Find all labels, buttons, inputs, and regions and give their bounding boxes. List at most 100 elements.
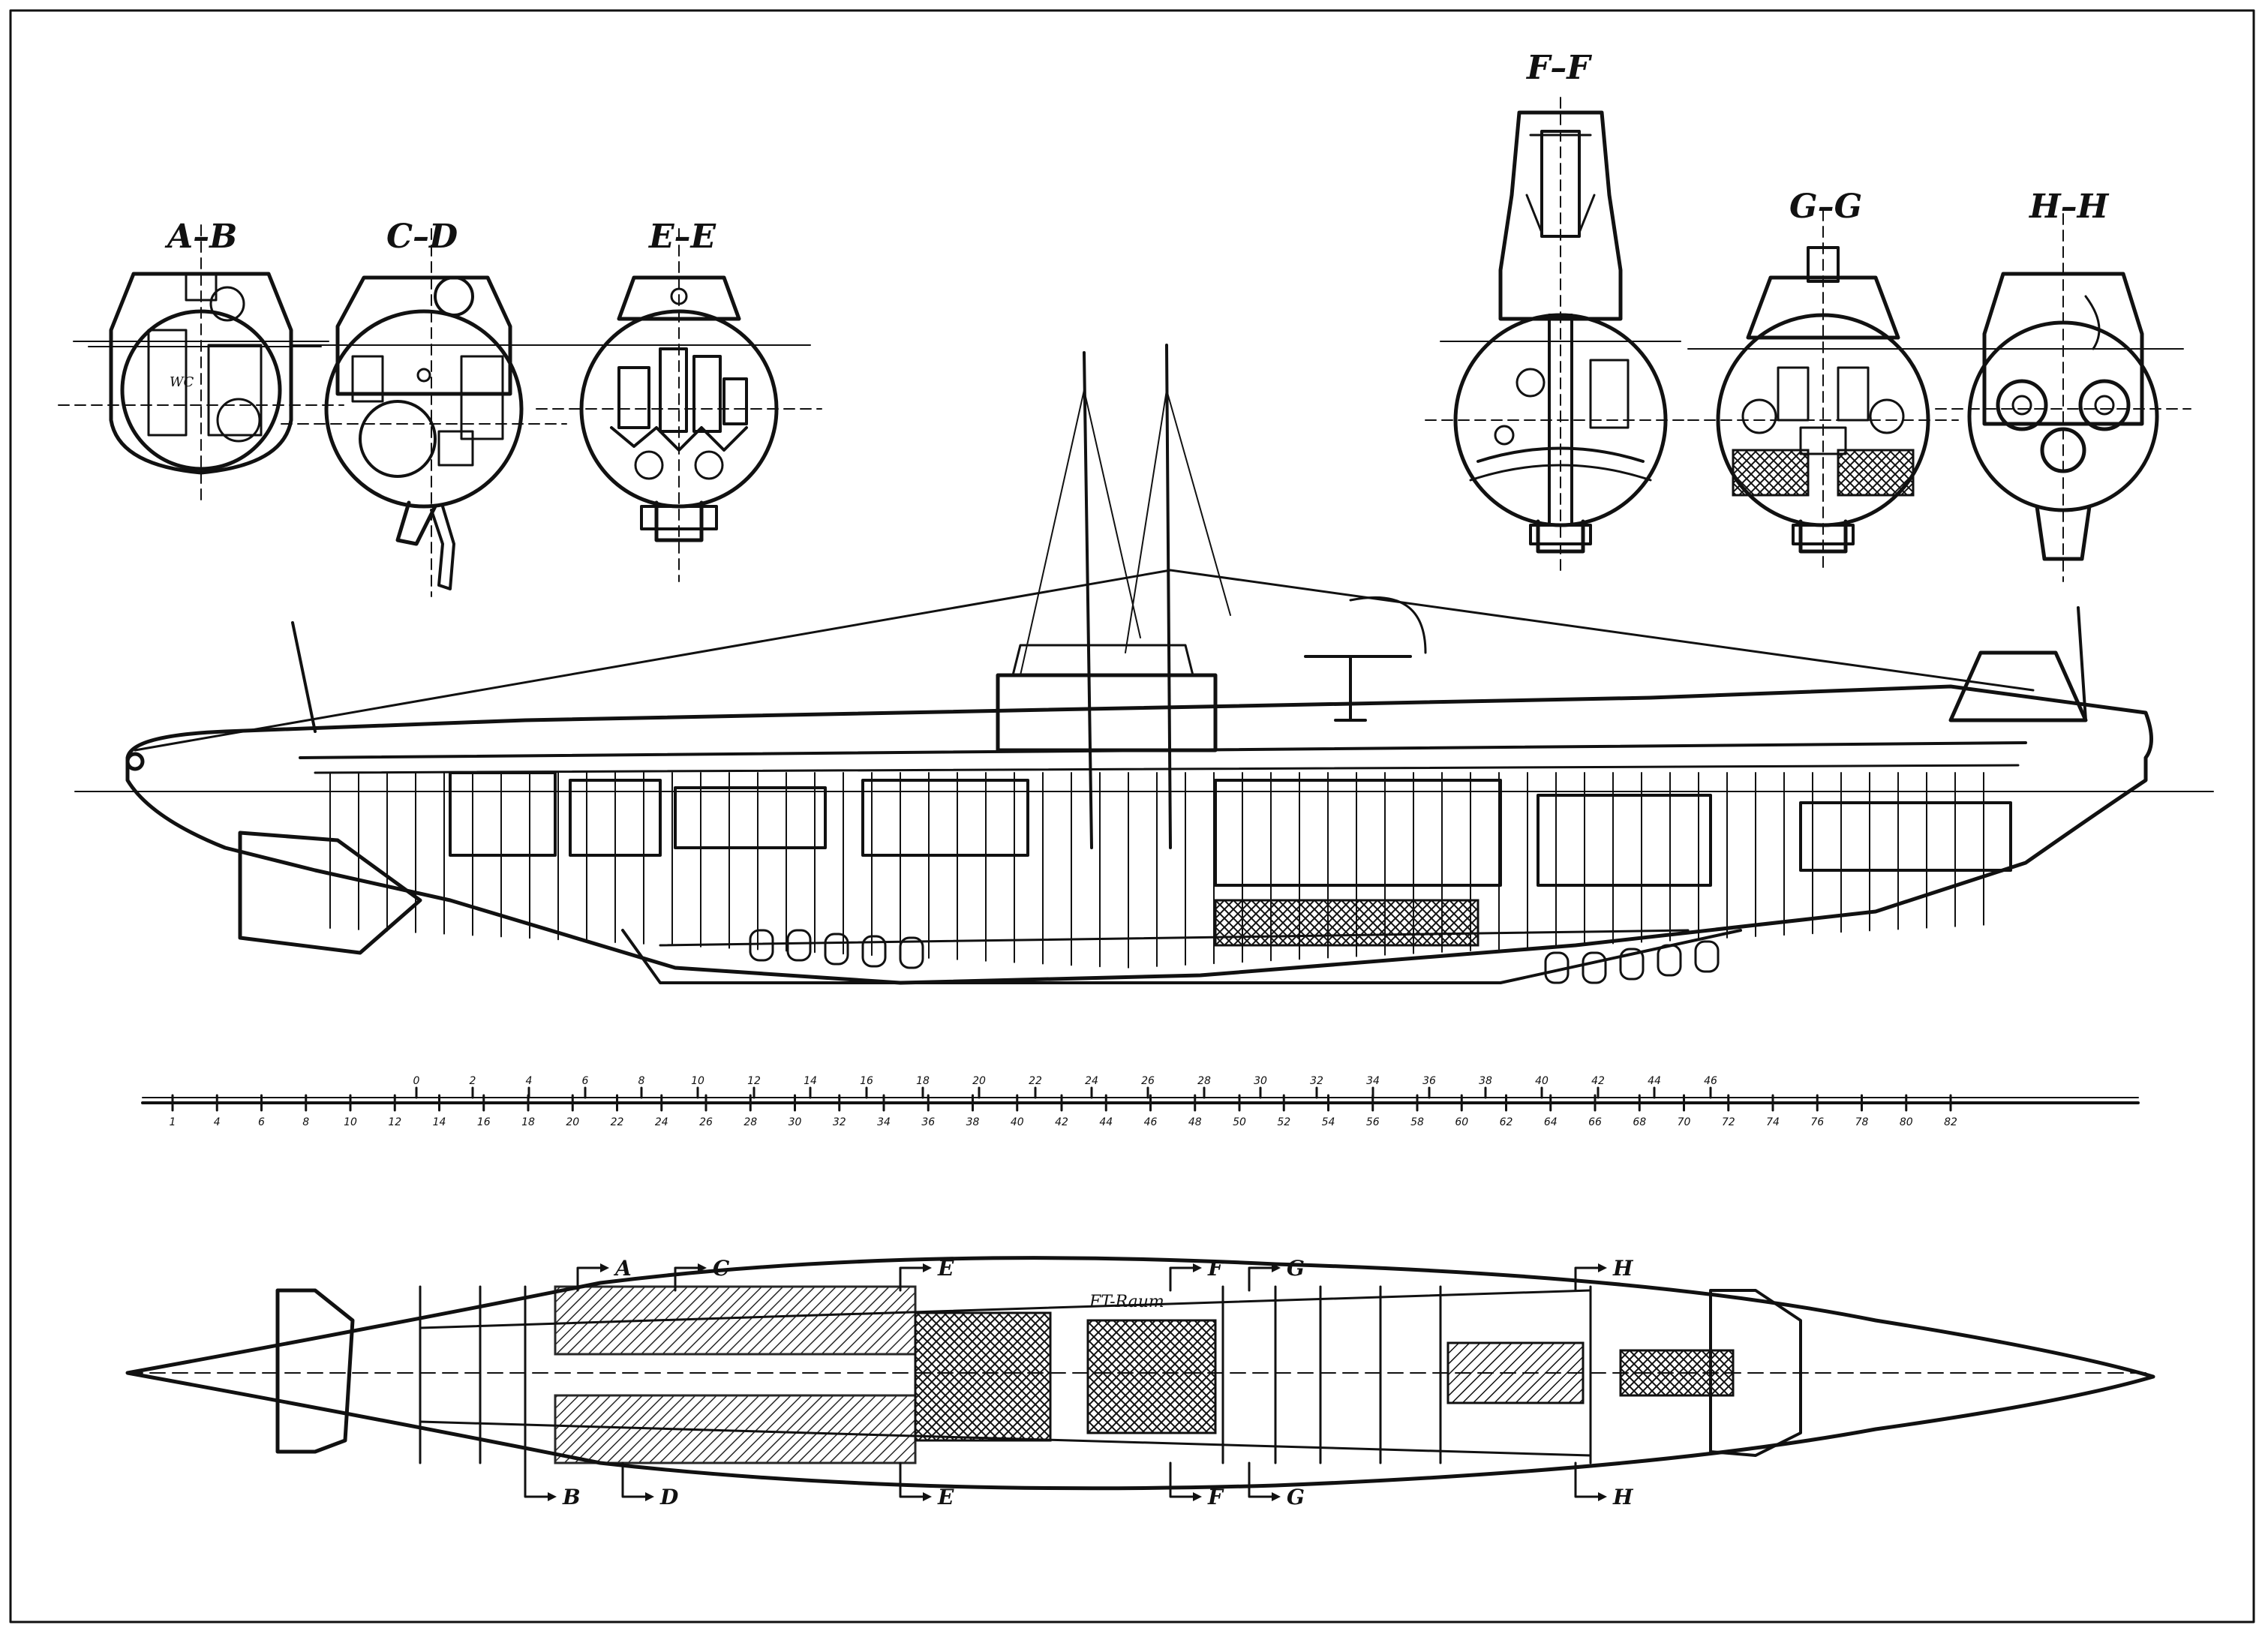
scale-tick-label: 40 bbox=[1535, 1075, 1549, 1087]
scale-tick-lower: 52 bbox=[1277, 1094, 1290, 1128]
scale-tick-label: 58 bbox=[1410, 1116, 1424, 1128]
scale-tick-upper: 24 bbox=[1085, 1075, 1098, 1099]
scale-tick-lower: 80 bbox=[1900, 1094, 1913, 1128]
scale-tick-lower: 6 bbox=[258, 1094, 265, 1128]
section-ee: E–E bbox=[536, 218, 822, 582]
scale-tick-lower: 44 bbox=[1099, 1094, 1113, 1128]
scale-tick-upper: 28 bbox=[1197, 1075, 1211, 1099]
scale-tick-upper: 38 bbox=[1479, 1075, 1492, 1099]
scale-tick-lower: 32 bbox=[833, 1094, 846, 1128]
scale-tick-label: 20 bbox=[566, 1116, 579, 1128]
battery-compartment bbox=[1214, 899, 1479, 947]
scale-tick-label: 30 bbox=[789, 1116, 802, 1128]
section-mark-label: E bbox=[937, 1485, 954, 1509]
scale-tick-upper: 30 bbox=[1254, 1075, 1267, 1099]
scale-tick-lower: 70 bbox=[1678, 1094, 1690, 1128]
scale-tick-label: 54 bbox=[1322, 1116, 1335, 1128]
scale-tick-lower: 20 bbox=[566, 1094, 579, 1128]
scale-tick-lower: 1 bbox=[170, 1094, 176, 1128]
scale-tick-upper: 46 bbox=[1704, 1075, 1717, 1099]
scale-tick-upper: 16 bbox=[860, 1075, 873, 1099]
scale-tick-label: 2 bbox=[470, 1075, 476, 1087]
hull-frames bbox=[329, 772, 1984, 969]
scale-tick-lower: 64 bbox=[1544, 1094, 1558, 1128]
scale-tick-label: 18 bbox=[521, 1116, 535, 1128]
scale-tick-label: 60 bbox=[1455, 1116, 1468, 1128]
scale-tick-lower: 28 bbox=[743, 1094, 757, 1128]
scale-tick-lower: 72 bbox=[1722, 1094, 1735, 1128]
section-ff: F–F bbox=[1425, 49, 1696, 571]
section-ab: A–B WC bbox=[58, 218, 344, 503]
section-mark-bottom: D bbox=[621, 1461, 679, 1509]
scale-tick-label: 8 bbox=[638, 1075, 645, 1087]
scale-tick-label: 18 bbox=[916, 1075, 930, 1087]
scale-tick-label: 12 bbox=[747, 1075, 761, 1087]
scale-tick-label: 12 bbox=[388, 1116, 401, 1128]
section-gg: G–G bbox=[1687, 188, 1959, 571]
scale-tick-upper: 10 bbox=[691, 1075, 704, 1099]
scale-tick-label: 68 bbox=[1633, 1116, 1646, 1128]
scale-tick-upper: 18 bbox=[916, 1075, 930, 1099]
scale-tick-lower: 26 bbox=[699, 1094, 713, 1128]
scale-tick-lower: 46 bbox=[1144, 1094, 1158, 1128]
scale-tick-label: 44 bbox=[1648, 1075, 1661, 1087]
section-mark-top: E bbox=[899, 1256, 954, 1292]
scale-tick-lower: 50 bbox=[1233, 1094, 1246, 1128]
scale-tick-upper: 20 bbox=[972, 1075, 986, 1099]
scale-tick-label: 14 bbox=[804, 1075, 817, 1087]
scale-tick-label: 52 bbox=[1277, 1116, 1290, 1128]
scale-tick-upper: 32 bbox=[1310, 1075, 1323, 1099]
section-mark-label: G bbox=[1287, 1485, 1305, 1509]
scale-tick-lower: 82 bbox=[1944, 1094, 1957, 1128]
scale-tick-lower: 14 bbox=[433, 1094, 446, 1128]
scale-tick-label: 10 bbox=[691, 1075, 704, 1087]
scale-tick-label: 44 bbox=[1099, 1116, 1113, 1128]
scale-tick-lower: 48 bbox=[1188, 1094, 1202, 1128]
scale-tick-label: 22 bbox=[611, 1116, 624, 1128]
central-block bbox=[914, 1311, 1052, 1442]
battery-cells-left bbox=[1732, 449, 1810, 497]
section-ee-label: E–E bbox=[647, 218, 717, 256]
scale-tick-upper: 8 bbox=[638, 1075, 645, 1099]
scale-tick-label: 32 bbox=[833, 1116, 846, 1128]
section-mark-label: F bbox=[1207, 1485, 1224, 1509]
scale-tick-label: 28 bbox=[743, 1116, 757, 1128]
scale-tick-label: 8 bbox=[302, 1116, 309, 1128]
section-mark-bottom: H bbox=[1574, 1461, 1634, 1509]
drawing-frame bbox=[9, 9, 2255, 1623]
scale-tick-label: 4 bbox=[214, 1116, 221, 1128]
section-mark-label: H bbox=[1612, 1485, 1634, 1509]
wc-label: WC bbox=[170, 374, 194, 390]
section-gg-label: G–G bbox=[1789, 188, 1862, 226]
scale-tick-label: 6 bbox=[582, 1075, 589, 1087]
battery-cells-right bbox=[1837, 449, 1915, 497]
section-hh-label: H–H bbox=[2028, 188, 2110, 226]
scale-tick-label: 16 bbox=[477, 1116, 491, 1128]
scale-tick-label: 0 bbox=[413, 1075, 420, 1087]
scale-tick-lower: 56 bbox=[1366, 1094, 1380, 1128]
scale-tick-label: 28 bbox=[1197, 1075, 1211, 1087]
scale-tick-label: 1 bbox=[170, 1116, 176, 1128]
scale-tick-lower: 10 bbox=[344, 1094, 357, 1128]
scale-tick-lower: 62 bbox=[1500, 1094, 1513, 1128]
scale-tick-lower: 4 bbox=[214, 1094, 221, 1128]
scale-tick-upper: 40 bbox=[1535, 1075, 1549, 1099]
scale-tick-label: 50 bbox=[1233, 1116, 1246, 1128]
section-mark-label: C bbox=[713, 1256, 730, 1281]
scale-tick-lower: 58 bbox=[1410, 1094, 1424, 1128]
scale-tick-lower: 36 bbox=[921, 1094, 935, 1128]
scale-tick-label: 48 bbox=[1188, 1116, 1202, 1128]
scale-tick-label: 4 bbox=[526, 1075, 533, 1087]
section-mark-bottom: B bbox=[524, 1461, 581, 1509]
scale-tick-label: 36 bbox=[1422, 1075, 1436, 1087]
scale-tick-label: 46 bbox=[1144, 1116, 1158, 1128]
side-profile bbox=[74, 344, 2214, 985]
scale-tick-lower: 42 bbox=[1055, 1094, 1068, 1128]
scale-tick-upper: 34 bbox=[1366, 1075, 1380, 1099]
engine-room-stbd bbox=[554, 1394, 917, 1464]
section-cd-label: C–D bbox=[386, 218, 458, 256]
scale-tick-label: 26 bbox=[699, 1116, 713, 1128]
